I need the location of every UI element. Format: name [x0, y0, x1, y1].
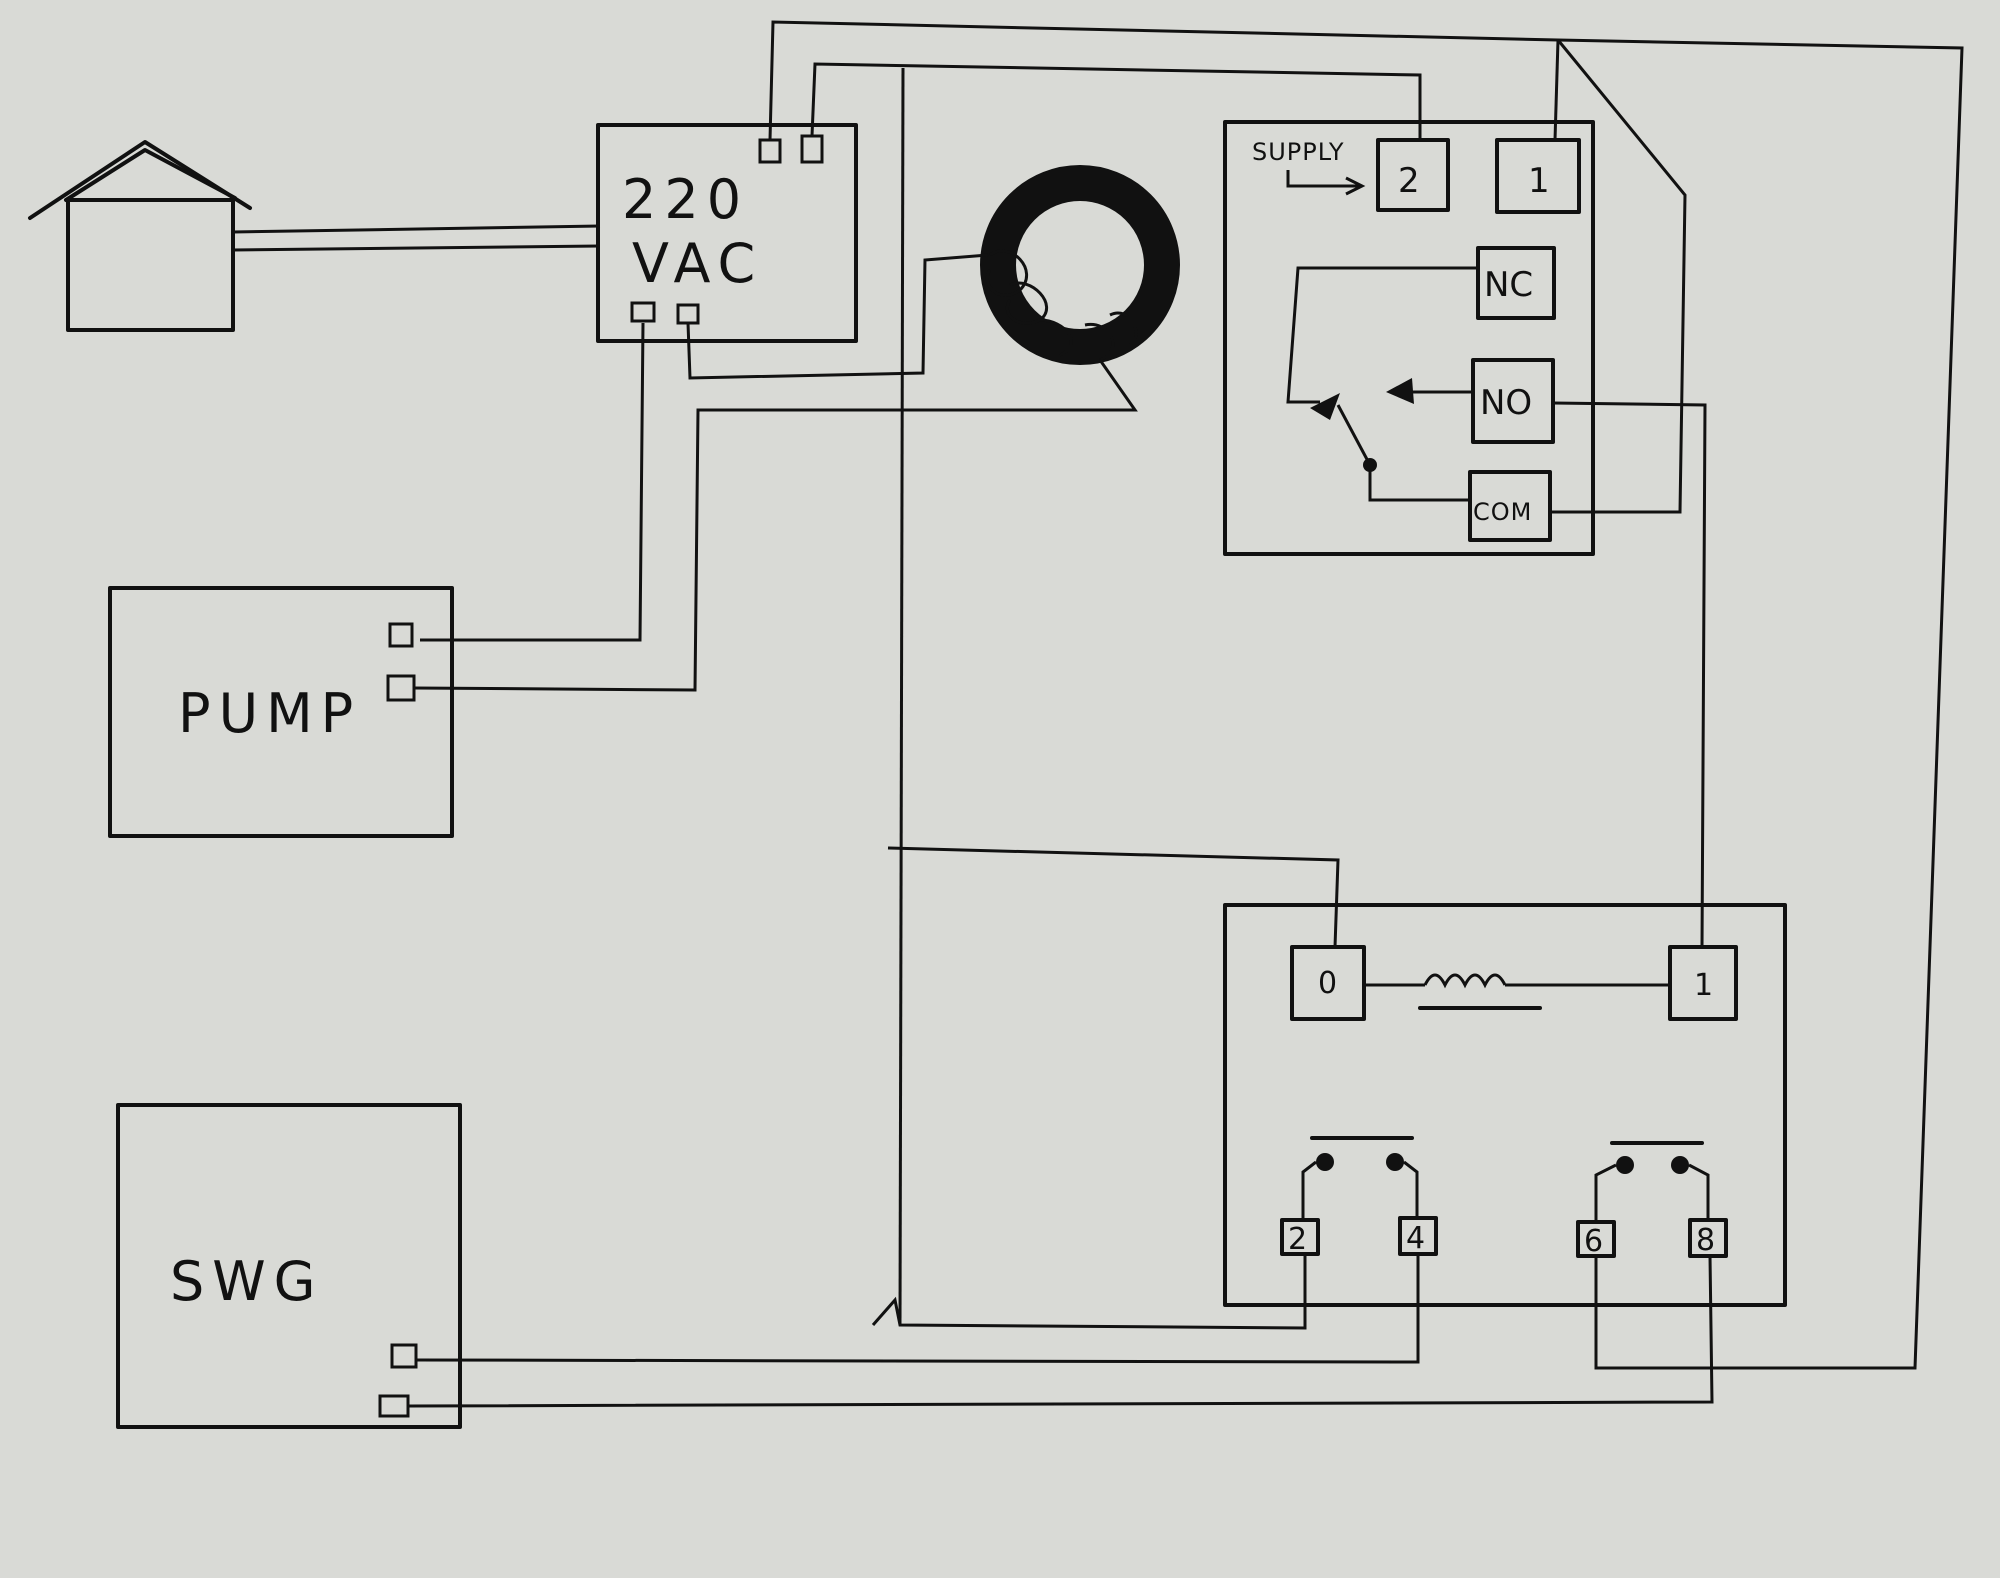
switch-terminal-com: COM: [1473, 498, 1532, 526]
contact-terminal-4: 4: [1406, 1221, 1425, 1256]
coil-terminal-1: 1: [1694, 968, 1713, 1003]
contact-pair-2-4-icon: [1301, 1136, 1419, 1220]
contact-terminal-2: 2: [1288, 1222, 1307, 1257]
power-supply-220vac: 220 VAC: [596, 123, 858, 343]
power-label-unit: VAC: [632, 232, 763, 295]
current-switch-module: SUPPLY 2 1 NC NO COM: [1223, 120, 1595, 556]
switch-terminal-2: 2: [1398, 161, 1420, 201]
contactor-module: 0 1 2 4 6 8: [1223, 903, 1787, 1307]
house-icon: [28, 140, 252, 332]
pump-box: PUMP: [108, 586, 454, 838]
swg-box: SWG: [116, 1103, 462, 1429]
current-sensor-ring-icon: [980, 165, 1180, 365]
relay-switch-contact-icon: [1286, 266, 1478, 502]
switch-terminal-1: 1: [1528, 161, 1550, 201]
wires: [407, 20, 1964, 1408]
supply-label: SUPPLY: [1252, 138, 1345, 166]
contact-terminal-6: 6: [1584, 1224, 1603, 1259]
pump-label: PUMP: [178, 682, 361, 745]
switch-terminal-nc: NC: [1484, 265, 1533, 305]
coil-icon: [1364, 973, 1670, 1010]
contact-terminal-8: 8: [1696, 1223, 1715, 1258]
switch-terminal-no: NO: [1480, 383, 1532, 423]
coil-terminal-0: 0: [1318, 966, 1337, 1001]
swg-label: SWG: [170, 1250, 324, 1313]
power-label-voltage: 220: [622, 168, 749, 231]
house-feed-wires: [232, 224, 601, 252]
contact-pair-6-8-icon: [1594, 1141, 1710, 1222]
